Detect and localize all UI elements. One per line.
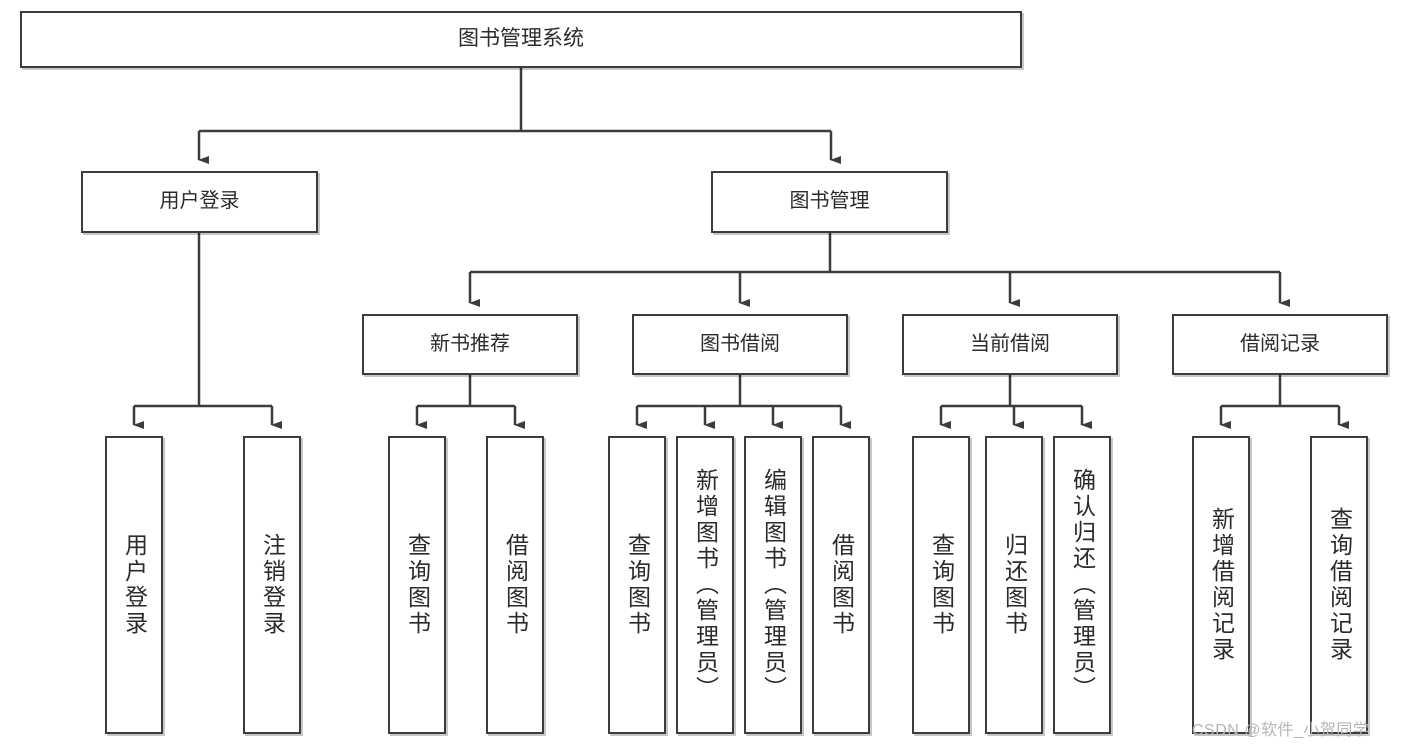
node-current-borrow[interactable]: 当前借阅 — [902, 314, 1118, 375]
node-borrow-records[interactable]: 借阅记录 — [1172, 314, 1388, 375]
node-label-leaf-user-login: 用户登录 — [121, 533, 148, 637]
edges-currentborrow-to-leaves — [939, 375, 1092, 429]
node-label-leaf-borrow-book: 借阅图书 — [828, 533, 855, 637]
edges-newbooks-to-leaves — [415, 375, 525, 429]
node-leaf-return-book[interactable]: 归还图书 — [985, 436, 1043, 734]
node-leaf-borrow-book[interactable]: 借阅图书 — [812, 436, 870, 734]
node-label-root-system: 图书管理系统 — [458, 27, 584, 51]
node-label-book-management: 图书管理 — [789, 190, 870, 213]
edges-borrowrecords-to-leaves — [1219, 375, 1349, 429]
edges-userlogin-to-leaves — [132, 233, 282, 429]
edges-root-to-level1 — [197, 68, 841, 164]
node-label-book-borrow: 图书借阅 — [700, 332, 780, 355]
node-label-current-borrow: 当前借阅 — [970, 332, 1050, 355]
node-label-leaf-return-book: 归还图书 — [1001, 533, 1028, 637]
node-label-leaf-query-borrow-record: 查询借阅记录 — [1326, 507, 1353, 663]
node-leaf-query-books-recommend[interactable]: 查询图书 — [388, 436, 446, 734]
node-label-leaf-add-book-admin: 新增图书（管理员） — [692, 468, 719, 702]
node-leaf-user-login[interactable]: 用户登录 — [105, 436, 163, 734]
node-label-leaf-logout: 注销登录 — [259, 533, 286, 637]
node-leaf-query-borrow-record[interactable]: 查询借阅记录 — [1310, 436, 1368, 734]
node-leaf-add-borrow-record[interactable]: 新增借阅记录 — [1192, 436, 1250, 734]
node-leaf-confirm-return-admin[interactable]: 确认归还（管理员） — [1053, 436, 1111, 734]
node-label-leaf-confirm-return-admin: 确认归还（管理员） — [1069, 468, 1096, 702]
node-label-leaf-query-books-borrow: 查询图书 — [624, 533, 651, 637]
edges-bookmgmt-to-level2 — [468, 233, 1290, 307]
node-book-management[interactable]: 图书管理 — [711, 171, 948, 233]
node-label-new-book-recommend: 新书推荐 — [430, 332, 510, 355]
node-leaf-query-books-borrow[interactable]: 查询图书 — [608, 436, 666, 734]
node-label-leaf-borrow-books-recommend: 借阅图书 — [502, 533, 529, 637]
node-label-leaf-query-books-recommend: 查询图书 — [404, 533, 431, 637]
node-label-leaf-query-books-current: 查询图书 — [928, 533, 955, 637]
node-label-user-login: 用户登录 — [159, 190, 240, 213]
node-leaf-add-book-admin[interactable]: 新增图书（管理员） — [676, 436, 734, 734]
node-user-login[interactable]: 用户登录 — [81, 171, 318, 233]
node-root-system[interactable]: 图书管理系统 — [20, 11, 1022, 68]
node-label-borrow-records: 借阅记录 — [1240, 332, 1320, 355]
node-label-leaf-add-borrow-record: 新增借阅记录 — [1208, 507, 1235, 663]
node-leaf-edit-book-admin[interactable]: 编辑图书（管理员） — [744, 436, 802, 734]
node-leaf-logout[interactable]: 注销登录 — [243, 436, 301, 734]
node-leaf-query-books-current[interactable]: 查询图书 — [912, 436, 970, 734]
node-leaf-borrow-books-recommend[interactable]: 借阅图书 — [486, 436, 544, 734]
node-label-leaf-edit-book-admin: 编辑图书（管理员） — [760, 468, 787, 702]
node-new-book-recommend[interactable]: 新书推荐 — [362, 314, 578, 375]
node-book-borrow[interactable]: 图书借阅 — [632, 314, 848, 375]
edges-borrowbooks-to-leaves — [635, 375, 851, 429]
